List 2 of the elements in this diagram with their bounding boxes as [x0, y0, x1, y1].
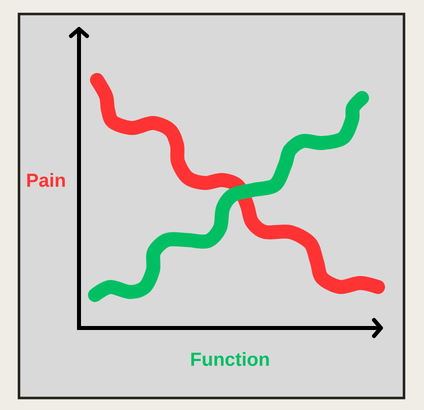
axis-label: Function	[191, 352, 269, 366]
axis-label: Pain	[27, 173, 65, 187]
